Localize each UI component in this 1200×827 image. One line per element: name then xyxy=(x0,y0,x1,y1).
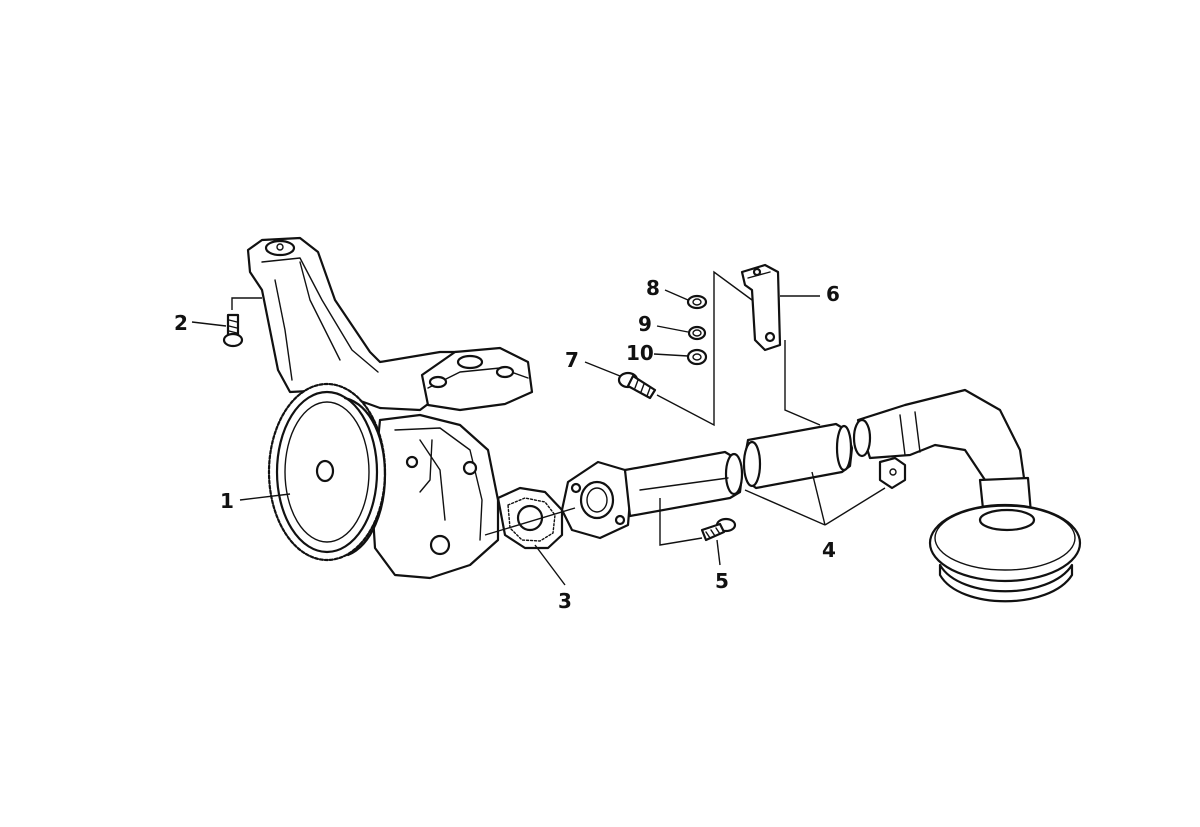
callout-label-6: 6 xyxy=(826,282,840,306)
part-10-nut xyxy=(686,348,708,366)
part-6-bracket xyxy=(740,263,782,352)
callout-4: 4 xyxy=(822,538,836,562)
callout-6: 6 xyxy=(780,282,840,306)
callout-label-3: 3 xyxy=(558,589,572,613)
callout-label-10: 10 xyxy=(626,341,654,365)
part-4-hose xyxy=(742,422,854,490)
callout-1: 1 xyxy=(220,489,291,513)
part-7-bolt xyxy=(617,371,657,400)
oil-pickup-tube xyxy=(560,450,744,540)
callout-2: 2 xyxy=(174,311,227,335)
part-2-bolt xyxy=(222,313,244,348)
pump-drive-gear xyxy=(267,382,387,562)
callout-label-5: 5 xyxy=(715,569,729,593)
pump-outlet-flange xyxy=(420,346,534,412)
assembly-lines xyxy=(231,270,886,546)
oil-pickup-elbow-screen xyxy=(852,388,1082,603)
callout-7: 7 xyxy=(565,348,621,377)
part-1-oil-pump xyxy=(246,236,534,580)
callout-label-2: 2 xyxy=(174,311,188,335)
part-3-gasket xyxy=(496,486,564,550)
callout-label-1: 1 xyxy=(220,489,234,513)
callout-label-8: 8 xyxy=(646,276,660,300)
pump-body xyxy=(370,413,500,580)
part-9-washer xyxy=(687,325,707,341)
callout-10: 10 xyxy=(626,341,689,365)
callout-label-4: 4 xyxy=(822,538,836,562)
callout-9: 9 xyxy=(638,312,689,336)
part-5-bolt xyxy=(700,517,737,542)
callout-5: 5 xyxy=(715,539,729,593)
callout-8: 8 xyxy=(646,276,689,301)
pump-mounting-bracket xyxy=(246,236,480,412)
part-8-nut xyxy=(686,294,708,310)
callout-label-9: 9 xyxy=(638,312,652,336)
callout-label-7: 7 xyxy=(565,348,579,372)
callout-3: 3 xyxy=(534,544,572,613)
